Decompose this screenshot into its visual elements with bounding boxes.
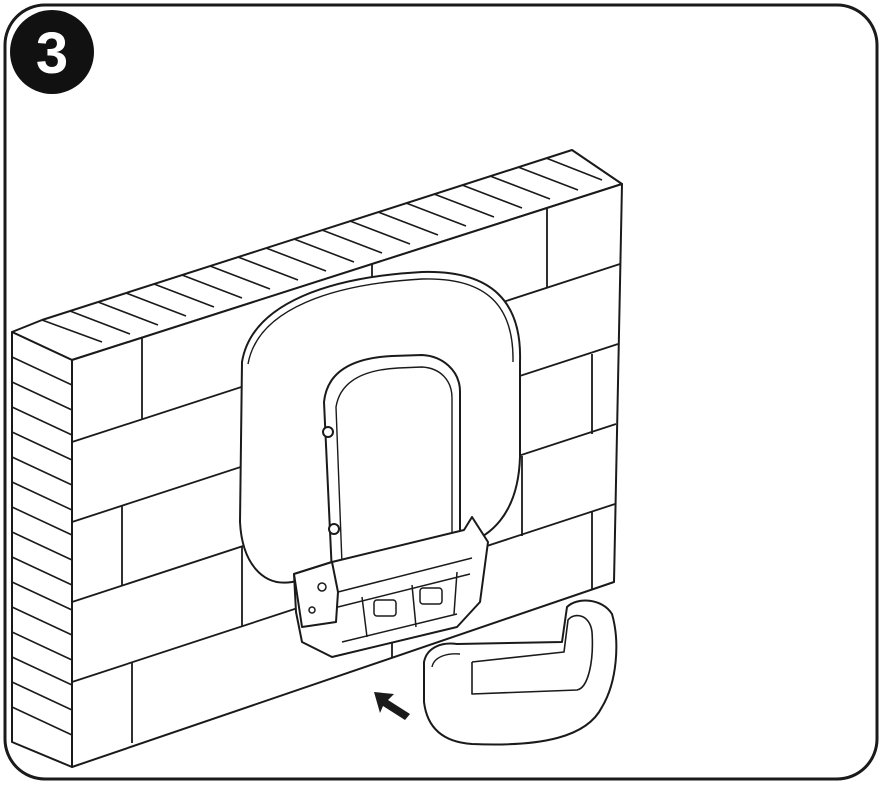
- wall-side-face: [11, 331, 73, 768]
- seat-backrest-edge: [247, 278, 514, 365]
- push-arrow-icon: [374, 692, 410, 720]
- plate-pin-top: [322, 426, 334, 438]
- wall-mounted-seat: [239, 270, 522, 658]
- seat-pad-inner: [471, 614, 594, 695]
- plate-pin-bottom: [328, 523, 340, 535]
- bracket-side: [293, 561, 339, 628]
- step-number: 3: [36, 21, 68, 86]
- seat-pad-ridge: [431, 653, 461, 668]
- step-badge: 3: [10, 10, 94, 94]
- wall-side-bricks: [11, 356, 73, 736]
- seat-pad-part: [423, 599, 618, 746]
- step-badge-circle: [10, 10, 94, 94]
- seat-pad-outer: [423, 599, 618, 746]
- mounting-bracket: [293, 516, 489, 658]
- wall-top-bricks: [41, 157, 603, 343]
- seat-plate-face: [335, 366, 453, 565]
- bracket-details: [308, 557, 473, 643]
